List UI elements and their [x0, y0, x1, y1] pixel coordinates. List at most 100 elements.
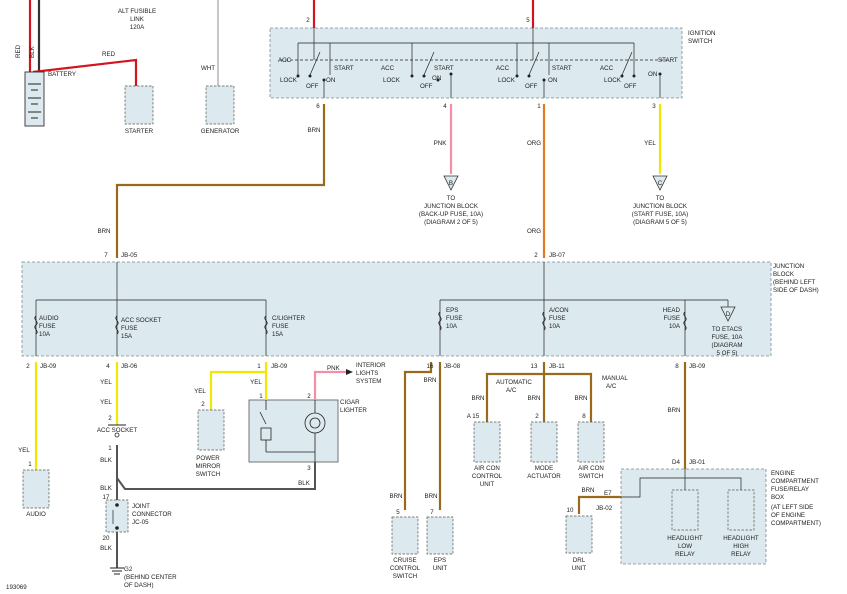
starter-box: [124, 85, 154, 125]
brn-label-acu: BRN: [471, 395, 484, 402]
wire-color-labels: BRN PNK ORG YEL BRN ORG YEL YEL YEL YEL …: [18, 127, 680, 552]
acu-label-2: CONTROL: [472, 473, 503, 480]
ref-c-line-2: JUNCTION BLOCK: [633, 203, 688, 210]
ign-pin-6: 6: [316, 103, 320, 110]
e7-label: E7: [604, 490, 612, 497]
ign-start-4: START: [658, 57, 678, 64]
cig-label-2: LIGHTER: [340, 407, 367, 414]
audio-fuse-3: 10A: [39, 331, 51, 338]
jc-label-3: JC-05: [132, 519, 149, 526]
ign-lock-2: LOCK: [383, 77, 401, 84]
jb-out-p16: 16: [427, 363, 434, 370]
ign-pin-5: 5: [526, 17, 530, 24]
jb05-label: JB-05: [121, 252, 138, 259]
head-fuse-2: FUSE: [663, 315, 680, 322]
cc-label-1: CRUISE: [393, 557, 416, 564]
eps-fuse-1: EPS: [446, 307, 458, 314]
acc-fuse-2: FUSE: [121, 325, 138, 332]
hh-label-2: HIGH: [733, 543, 748, 550]
jb-pin-7: 7: [104, 252, 108, 259]
cc-pin-5: 5: [396, 509, 400, 516]
brn-label-acs: BRN: [574, 395, 587, 402]
ign-lock-3: LOCK: [498, 77, 516, 84]
brn-wire-cruise: [403, 362, 433, 510]
cc-label-2: CONTROL: [390, 565, 421, 572]
jb-out-jb06: JB-06: [121, 363, 138, 370]
cig-fuse-2: FUSE: [272, 323, 289, 330]
jb-out-jb11: JB-11: [549, 363, 565, 370]
alt-link-label: LINK: [130, 16, 145, 23]
hl-label-3: RELAY: [675, 551, 695, 558]
cig-pin-2: 2: [307, 393, 311, 400]
starter-red-wire: [32, 58, 138, 86]
top-labels: ALT FUSIBLE LINK 120A RED BLK BATTERY RE…: [15, 8, 240, 135]
jb-title-1: JUNCTION: [773, 263, 804, 270]
red-vertical-label: RED: [15, 44, 22, 58]
il-label-3: SYSTEM: [356, 378, 381, 385]
brn-label-mode: BRN: [527, 395, 540, 402]
org-label-1: ORG: [527, 140, 541, 147]
ign-off-2: OFF: [420, 83, 433, 90]
manual-ac-1: MANUAL: [602, 375, 628, 382]
blk-label-4: BLK: [298, 480, 311, 487]
mode-pin-2: 2: [535, 413, 539, 420]
acs-label-2: SWITCH: [579, 473, 603, 480]
ign-on-1: ON: [326, 77, 335, 84]
yel-label-cig: YEL: [250, 379, 262, 386]
jb-out-p8: 8: [675, 363, 679, 370]
ref-b-letter: B: [449, 180, 453, 187]
g2-label-2: (BEHIND CENTER: [124, 574, 177, 581]
brn-label-2: BRN: [97, 228, 110, 235]
blk-label-1: BLK: [100, 457, 113, 464]
interior-lights-arrow: [346, 369, 353, 375]
jb01-label: JB-01: [689, 459, 706, 466]
hl-label-2: LOW: [678, 543, 692, 550]
ign-start-1: START: [334, 65, 354, 72]
pnk-wire-interior-lights: [313, 370, 346, 400]
headlight-high-relay-box: [727, 489, 755, 531]
ec-label-5: (AT LEFT SIDE: [771, 504, 813, 511]
ref-d-line-1: TO ETACS: [712, 326, 742, 333]
drl-label-1: DRL: [573, 557, 586, 564]
ref-b-line-2: JUNCTION BLOCK: [424, 203, 479, 210]
jc-label-1: JOINT: [132, 503, 150, 510]
acon-fuse-1: A/CON: [549, 307, 569, 314]
ign-on-3: ON: [548, 77, 557, 84]
ignition-labels: IGNITION SWITCH 2 5 6 4 1 3 ACC LOCK OFF…: [278, 17, 716, 110]
ref-d-line-2: FUSE, 10A: [712, 334, 744, 341]
drl-label-2: UNIT: [572, 565, 587, 572]
acc-socket-symbol: [108, 424, 126, 438]
ign-pin-3: 3: [652, 103, 656, 110]
ignition-contact-dots: [296, 72, 662, 82]
cig-label-1: CIGAR: [340, 399, 360, 406]
cc-label-3: SWITCH: [393, 573, 417, 580]
auto-ac-1: AUTOMATIC: [496, 379, 532, 386]
ign-acc-3: ACC: [496, 65, 510, 72]
brn-label-eps-1: BRN: [423, 377, 436, 384]
jb-title-4: SIDE OF DASH): [773, 287, 819, 294]
aircon-switch-box: [577, 421, 605, 463]
ignition-contacts: [280, 28, 670, 98]
red-label: RED: [102, 51, 116, 58]
ref-d-line-4: 5 OF 5): [717, 350, 738, 357]
brn-wire-drl: [577, 495, 621, 514]
ref-d-letter: D: [726, 311, 731, 318]
pm-label-2: MIRROR: [195, 463, 221, 470]
junction-internal-lines: [35, 262, 729, 356]
audio-fuse-1: AUDIO: [39, 315, 59, 322]
alt-fusible-label: ALT FUSIBLE: [118, 8, 156, 15]
joint-connector: [105, 499, 129, 533]
jc-pin-17: 17: [103, 494, 110, 501]
yel-label-acc-2: YEL: [100, 399, 112, 406]
drl-unit-box: [565, 515, 593, 554]
yel-label-acc-1: YEL: [100, 379, 112, 386]
yel-label-audio: YEL: [18, 447, 30, 454]
audio-fuse-2: FUSE: [39, 323, 56, 330]
battery-label: BATTERY: [48, 71, 76, 78]
acu-pin-a15: A 15: [467, 413, 480, 420]
ref-c-marker: [652, 175, 668, 191]
manual-ac-2: A/C: [606, 383, 617, 390]
acu-label-3: UNIT: [480, 481, 495, 488]
ign-acc-4: ACC: [600, 65, 614, 72]
ign-pin-1: 1: [537, 103, 541, 110]
